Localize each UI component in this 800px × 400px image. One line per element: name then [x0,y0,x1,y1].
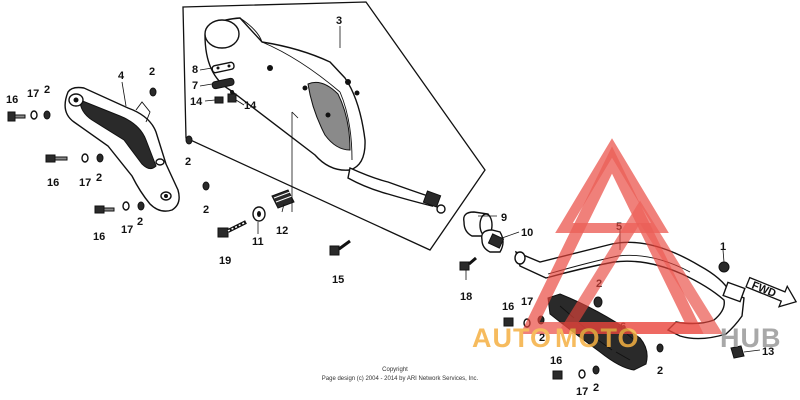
callout-3: 3 [336,15,342,27]
callout-17b: 17 [79,177,91,189]
automotohub-watermark: AUTO MOTO HUB [472,138,782,353]
callout-2c: 2 [185,156,191,168]
callout-1: 1 [720,241,726,253]
callout-9: 9 [501,212,507,224]
muffler-bracket-part-4 [64,86,180,212]
callout-2f: 2 [137,216,143,228]
muffler-assembly-frame [182,1,486,251]
callout-10: 10 [521,227,533,239]
fwd-label: FWD [750,279,778,300]
callout-16a: 16 [6,94,18,106]
callout-14b: 14 [244,100,257,112]
callout-7: 7 [192,80,198,92]
callout-2i: 2 [657,365,663,377]
callout-14a: 14 [190,96,203,108]
callout-2e: 2 [203,204,209,216]
callout-8: 8 [192,64,198,76]
copyright-notice: Copyright Page design (c) 2004 - 2014 by… [322,367,479,382]
callout-13: 13 [762,346,774,358]
exhaust-pipe-part-5 [514,241,746,340]
callout-17d: 17 [521,296,533,308]
callout-16e: 16 [550,355,562,367]
watermark-auto: AUTO [472,323,552,353]
callout-19: 19 [219,255,231,267]
copyright-line-2: Page design (c) 2004 - 2014 by ARI Netwo… [322,376,479,382]
watermark-moto: MOTO [555,323,640,353]
callout-12: 12 [276,225,288,237]
callout-16d: 16 [502,301,514,313]
watermark-hub: HUB [720,323,782,353]
callout-16b: 16 [47,177,59,189]
callout-15: 15 [332,274,344,286]
callout-4: 4 [118,70,125,82]
callout-16c: 16 [93,231,105,243]
mounting-parts-19-11-12-15 [217,189,351,256]
exhaust-gasket-parts-9-10-18 [459,211,505,271]
right-fasteners [503,315,745,380]
bracket-parts-8-7-14 [211,61,237,104]
callout-2b: 2 [149,66,155,78]
muffler-part-3 [204,17,446,214]
callout-2d: 2 [96,172,102,184]
forward-arrow: FWD [745,276,798,308]
callout-18: 18 [460,291,472,303]
callout-labels: 3 4 8 7 14 14 16 17 2 2 2 16 17 2 2 16 1… [6,15,774,398]
callout-17c: 17 [121,224,133,236]
callout-17a: 17 [27,88,39,100]
callout-2j: 2 [593,382,599,394]
callout-2a: 2 [44,84,50,96]
callout-2h: 2 [539,332,545,344]
copyright-line-1: Copyright [382,367,408,373]
callout-17e: 17 [576,386,588,398]
left-fasteners [7,87,210,214]
callout-11: 11 [252,236,264,248]
watermark-logo-triangles [520,138,723,334]
